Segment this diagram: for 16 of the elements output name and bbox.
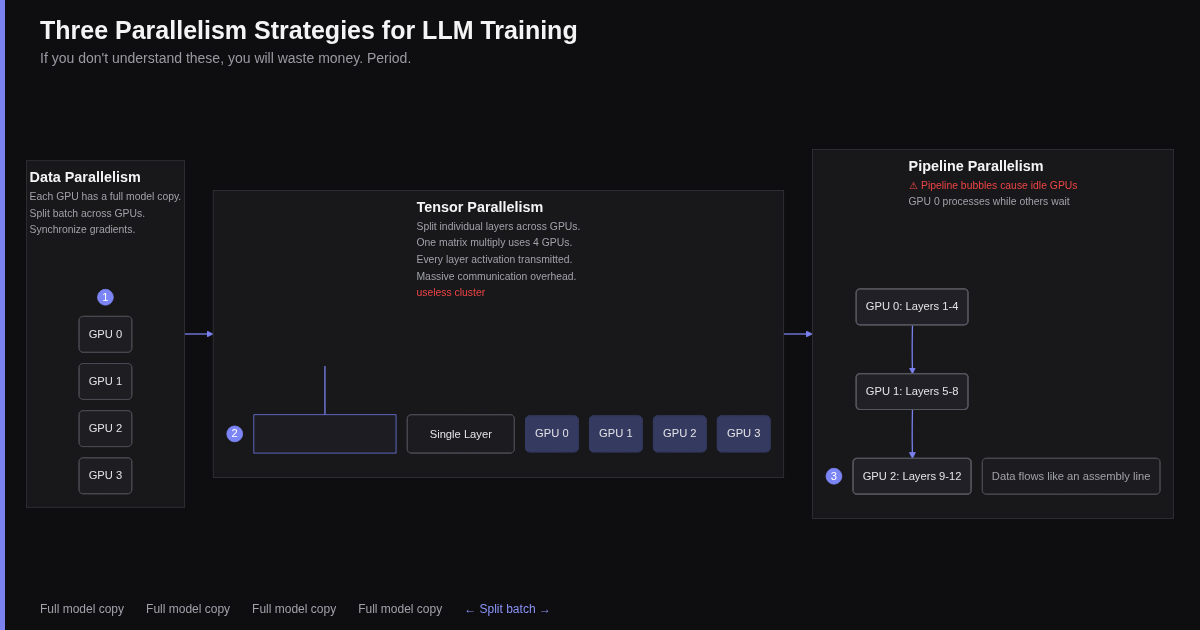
annotation-text: Full model copy <box>358 602 443 616</box>
node-circle: 2 <box>226 425 244 443</box>
node-box <box>253 414 397 454</box>
title: Three Parallelism Strategies for LLM Training <box>40 16 578 45</box>
arrow <box>908 409 916 459</box>
annotation-text: Full model copy <box>40 602 125 616</box>
annotation-text: Full model copy <box>146 602 231 616</box>
annotation-text: Full model copy <box>252 602 337 616</box>
node-circle: 3 <box>825 467 843 485</box>
connector <box>324 365 326 416</box>
node-circle: 1 <box>97 288 114 306</box>
annotation-text: ← Split batch → <box>464 602 551 616</box>
subtitle: If you don't understand these, you will waste money. Period. <box>40 50 412 66</box>
arrow <box>783 330 813 338</box>
arrow <box>183 330 214 338</box>
arrow <box>908 324 916 375</box>
